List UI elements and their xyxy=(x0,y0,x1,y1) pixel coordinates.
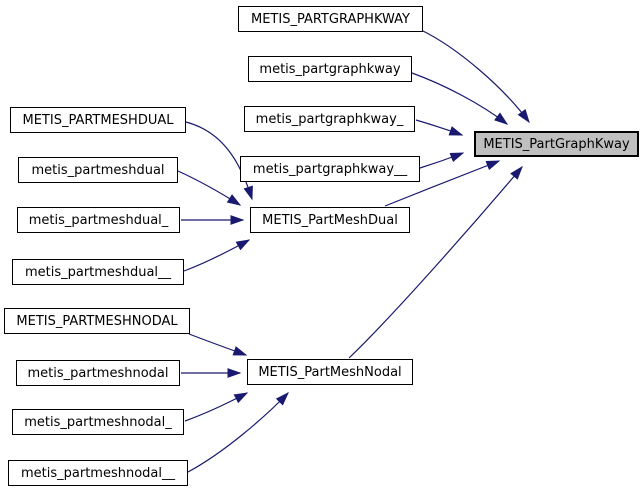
node-partmeshdual-underscore[interactable]: metis_partmeshdual_ xyxy=(17,207,180,233)
edge-partmeshdual-to-target xyxy=(384,160,501,207)
edge-partgraphkway-lower-to-target xyxy=(411,72,509,125)
edge-partmeshnodal-to-target xyxy=(348,165,523,359)
node-partmeshdual-double-underscore[interactable]: metis_partmeshdual__ xyxy=(12,259,184,285)
node-partmeshnodal-double-underscore[interactable]: metis_partmeshnodal__ xyxy=(8,460,188,486)
node-partgraphkway-caps[interactable]: METIS_PARTGRAPHKWAY xyxy=(238,6,423,32)
edge-partmeshdual-us2-to-dual xyxy=(183,239,251,272)
edge-partmeshnodal-caps-to-nodal xyxy=(188,333,248,356)
edge-partmeshnodal-us2-to-nodal xyxy=(187,391,289,473)
edge-partmeshdual-caps-to-dual xyxy=(185,121,253,201)
node-partmeshnodal[interactable]: METIS_PartMeshNodal xyxy=(247,359,413,385)
node-partmeshnodal-caps[interactable]: METIS_PARTMESHNODAL xyxy=(4,308,190,334)
edge-partmeshnodal-us-to-nodal xyxy=(184,392,249,422)
node-partmeshdual-caps[interactable]: METIS_PARTMESHDUAL xyxy=(10,107,186,133)
node-partgraphkway-underscore[interactable]: metis_partgraphkway_ xyxy=(244,106,415,132)
edge-partgraphkway-us-to-target xyxy=(415,119,464,136)
node-partgraphkway-lower[interactable]: metis_partgraphkway xyxy=(248,56,412,82)
node-partmeshdual-lower[interactable]: metis_partmeshdual xyxy=(18,157,178,183)
node-partgraphkway-highlighted: METIS_PartGraphKway xyxy=(474,131,639,157)
edge-partmeshdual-lower-to-dual xyxy=(177,170,242,206)
edge-partgraphkway-us2-to-target xyxy=(419,152,465,169)
node-partmeshnodal-underscore[interactable]: metis_partmeshnodal_ xyxy=(12,409,184,435)
node-partgraphkway-double-underscore[interactable]: metis_partgraphkway__ xyxy=(240,156,420,182)
node-partmeshdual[interactable]: METIS_PartMeshDual xyxy=(250,207,410,233)
edge-partgraphkway-caps-to-target xyxy=(420,29,530,124)
node-partmeshnodal-lower[interactable]: metis_partmeshnodal xyxy=(16,360,180,386)
